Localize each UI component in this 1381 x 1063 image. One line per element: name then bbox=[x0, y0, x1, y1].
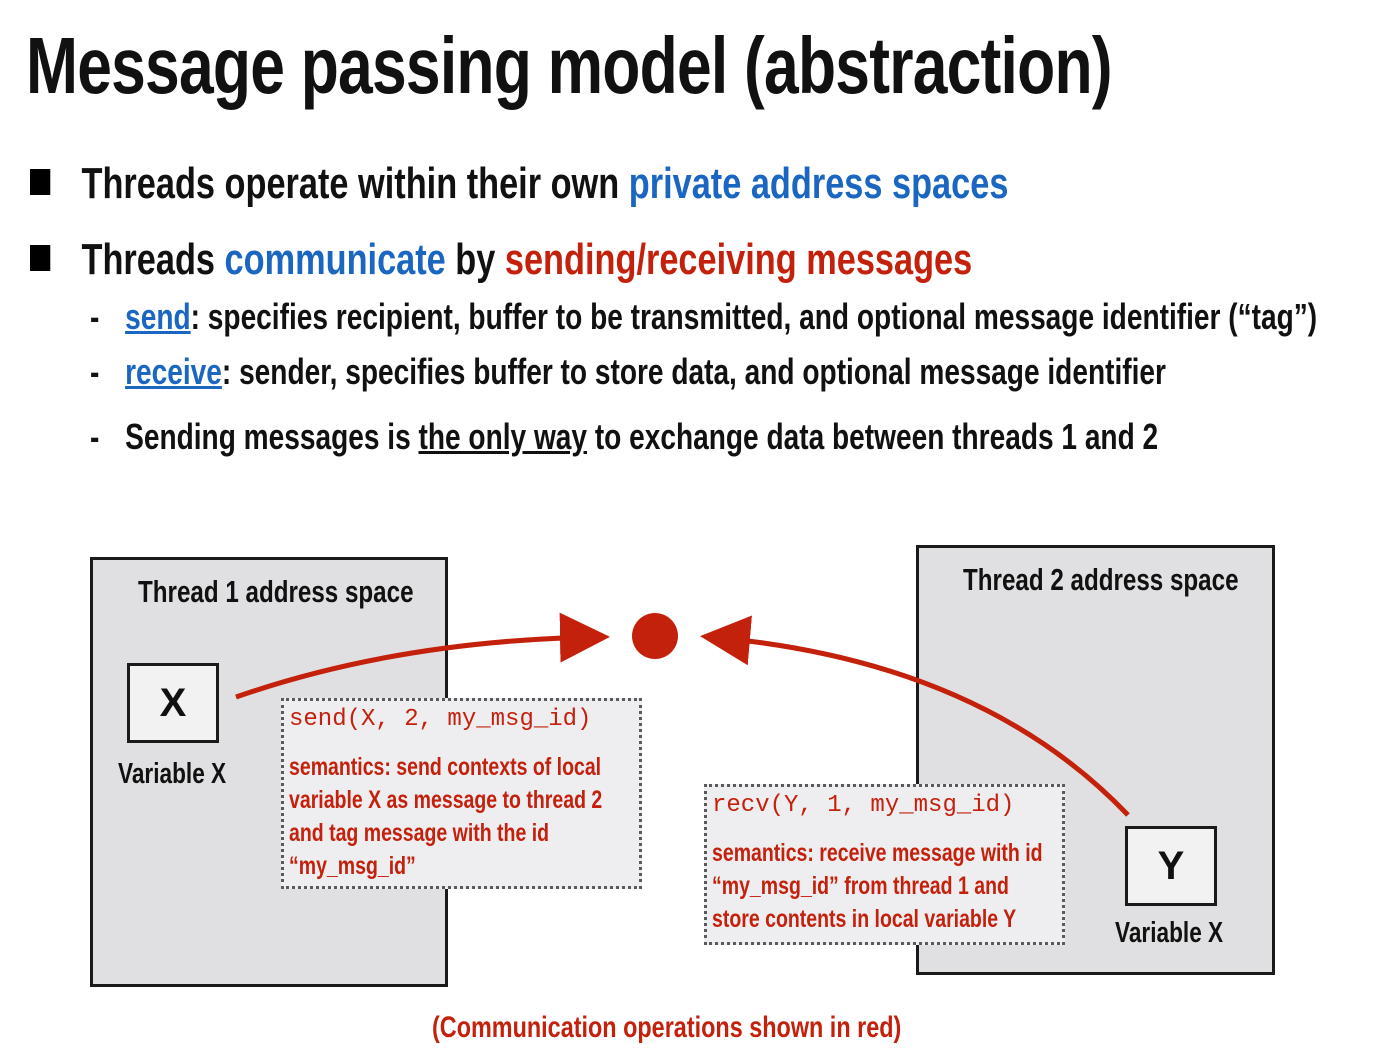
bullet-communicate: Threads communicate by sending/receiving… bbox=[30, 233, 972, 287]
thread1-address-space bbox=[90, 557, 448, 987]
bullet-highlight: private address spaces bbox=[628, 159, 1009, 208]
dash-marker: - bbox=[90, 416, 100, 457]
bullet-square-icon bbox=[30, 169, 51, 196]
send-term-link[interactable]: send bbox=[125, 296, 191, 337]
thread1-title: Thread 1 address space bbox=[138, 574, 414, 609]
variable-y-box: Y bbox=[1125, 826, 1217, 906]
bullet-highlight-messages: sending/receiving messages bbox=[504, 235, 973, 284]
bullet-text: Threads bbox=[81, 235, 225, 284]
sub-bullet-text: Sending messages is bbox=[125, 416, 419, 457]
message-point-icon bbox=[632, 613, 678, 659]
dash-marker: - bbox=[90, 351, 100, 392]
send-code: send(X, 2, my_msg_id) bbox=[289, 706, 592, 733]
diagram-caption: (Communication operations shown in red) bbox=[432, 1011, 902, 1044]
variable-x-box: X bbox=[127, 663, 219, 743]
recv-arrow bbox=[700, 615, 1130, 817]
sub-bullet-text: to exchange data between threads 1 and 2 bbox=[587, 416, 1159, 457]
bullet-text: by bbox=[445, 235, 505, 284]
variable-x-label: Variable X bbox=[118, 758, 227, 790]
bullet-private-address-spaces: Threads operate within their own private… bbox=[30, 157, 1008, 211]
thread2-title: Thread 2 address space bbox=[963, 562, 1239, 597]
dash-marker: - bbox=[90, 296, 100, 337]
bullet-highlight-communicate: communicate bbox=[224, 235, 446, 284]
sub-bullet-text: : sender, specifies buffer to store data… bbox=[221, 351, 1166, 392]
send-semantics-line: and tag message with the id bbox=[289, 819, 550, 847]
sub-bullet-send: -send: specifies recipient, buffer to be… bbox=[90, 295, 1317, 339]
send-semantics-line: semantics: send contexts of local bbox=[289, 753, 602, 781]
variable-y-label: Variable X bbox=[1115, 917, 1224, 949]
sub-bullet-receive: -receive: sender, specifies buffer to st… bbox=[90, 350, 1166, 394]
recv-semantics-line: store contents in local variable Y bbox=[712, 905, 1017, 933]
recv-semantics-line: “my_msg_id” from thread 1 and bbox=[712, 872, 1009, 900]
sub-bullet-only-way: -Sending messages is the only way to exc… bbox=[90, 415, 1158, 459]
recv-semantics-line: semantics: receive message with id bbox=[712, 839, 1043, 867]
recv-code: recv(Y, 1, my_msg_id) bbox=[712, 792, 1015, 819]
bullet-text: Threads operate within their own bbox=[81, 159, 629, 208]
recv-note-box bbox=[704, 784, 1065, 945]
send-arrow bbox=[235, 612, 610, 700]
page-title: Message passing model (abstraction) bbox=[26, 21, 1113, 110]
send-note-box bbox=[281, 698, 642, 889]
bullet-square-icon bbox=[30, 245, 51, 272]
sub-bullet-emphasis: the only way bbox=[418, 416, 588, 457]
send-semantics-line: “my_msg_id” bbox=[289, 852, 416, 880]
sub-bullet-text: : specifies recipient, buffer to be tran… bbox=[190, 296, 1318, 337]
receive-term-link[interactable]: receive bbox=[125, 351, 222, 392]
send-semantics-line: variable X as message to thread 2 bbox=[289, 786, 603, 814]
